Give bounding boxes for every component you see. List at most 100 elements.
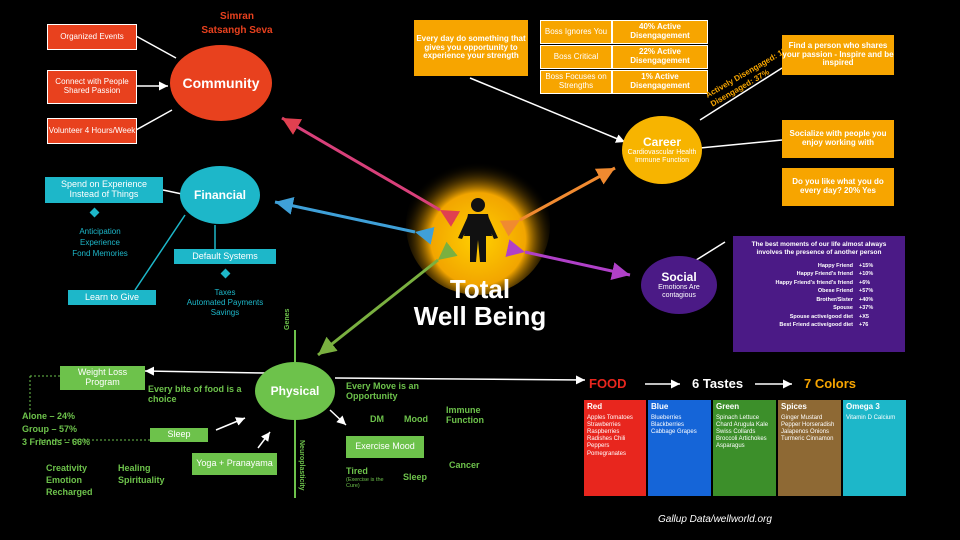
social-stat-label: Spouse bbox=[833, 305, 853, 312]
community-item-volunteer: Volunteer 4 Hours/Week bbox=[47, 118, 137, 144]
healing-item: Spirituality bbox=[118, 475, 165, 486]
physical-title: Physical bbox=[270, 384, 320, 398]
physical-node: Physical bbox=[255, 362, 335, 420]
social-panel-title: The best moments of our life almost alwa… bbox=[751, 241, 887, 256]
healing-item: Healing bbox=[118, 463, 151, 473]
food-column-items: Apples Tomatoes Strawberries Raspberries… bbox=[587, 414, 633, 457]
exercise-label-immune: Immune Function bbox=[446, 405, 484, 425]
financial-sub1: Anticipation Experience Fond Memories bbox=[50, 226, 150, 260]
weight-stat: Alone – 24% bbox=[22, 411, 76, 421]
social-stat-value: +15% bbox=[859, 262, 874, 269]
sleep-effect: Recharged bbox=[46, 487, 93, 498]
social-stat-label: Happy Friend's friend's friend bbox=[775, 279, 854, 286]
food-column-title: Blue bbox=[651, 402, 669, 411]
physical-healing: Healing Spirituality bbox=[118, 462, 165, 486]
central-title-line1: Total bbox=[449, 274, 511, 304]
exercise-label-mood: Mood bbox=[404, 414, 428, 424]
career-row-right: 1% Active Disengagement bbox=[612, 70, 708, 94]
financial-box-default-systems: Default Systems bbox=[174, 249, 276, 264]
social-stat-value: +40% bbox=[859, 296, 874, 303]
financial-sub2-item: Savings bbox=[210, 308, 240, 317]
financial-sub2-item: Taxes bbox=[214, 288, 236, 297]
social-stat-label: Brother/Sister bbox=[816, 296, 853, 303]
exercise-label-sleep: Sleep bbox=[403, 472, 428, 482]
community-title: Community bbox=[182, 75, 260, 91]
career-row-left: Boss Critical bbox=[540, 45, 612, 69]
source-caption: Gallup Data/wellworld.org bbox=[658, 514, 772, 525]
central-title-line2: Well Being bbox=[413, 301, 547, 332]
weight-stat: 3 Friends – 66% bbox=[22, 437, 91, 448]
financial-box-give: Learn to Give bbox=[68, 290, 156, 305]
food-column-items: Spinach Lettuce Chard Arugula Kale Swiss… bbox=[716, 414, 769, 450]
person-icon bbox=[458, 198, 498, 262]
community-item-events: Organized Events bbox=[47, 24, 137, 50]
exercise-label-tired: Tired bbox=[346, 466, 368, 476]
career-row: Boss Critical 22% Active Disengagement bbox=[540, 45, 708, 69]
community-heading-line2: Satsangh Seva bbox=[201, 25, 273, 36]
social-stat-label: Best Friend active/good diet bbox=[779, 322, 853, 329]
physical-food-note: Every bite of food is a choice bbox=[148, 384, 242, 404]
career-row-right: 22% Active Disengagement bbox=[612, 45, 708, 69]
physical-sleep-effects: Creativity Emotion Recharged bbox=[46, 462, 93, 498]
food-header: FOOD 6 Tastes 7 Colors bbox=[589, 376, 889, 392]
financial-node: Financial bbox=[180, 166, 260, 224]
financial-sub2-item: Automated Payments bbox=[186, 298, 264, 307]
sleep-effect: Emotion bbox=[46, 475, 82, 486]
financial-sub1-item: Experience bbox=[79, 238, 121, 248]
social-stat-row: Happy Friend's friend's friend +6% bbox=[739, 279, 899, 288]
career-row-left: Boss Focuses on Strengths bbox=[540, 70, 612, 94]
social-stat-value: +76 bbox=[859, 322, 869, 329]
social-stat-label: Happy Friend's friend bbox=[796, 271, 853, 278]
central-title: Total Well Being bbox=[380, 274, 580, 332]
sleep-effect: Creativity bbox=[46, 463, 88, 473]
career-row: Boss Ignores You 40% Active Disengagemen… bbox=[540, 20, 708, 44]
social-sub: Emotions Are contagious bbox=[658, 283, 700, 299]
career-title: Career bbox=[642, 134, 682, 149]
exercise-label-dm: DM bbox=[370, 414, 384, 424]
food-word: FOOD bbox=[589, 376, 627, 391]
financial-sub1-item: Anticipation bbox=[79, 227, 121, 236]
career-row-right: 40% Active Disengagement bbox=[612, 20, 708, 44]
social-stat-row: Spouse active/good diet +X5 bbox=[739, 313, 899, 322]
social-stat-label: Spouse active/good diet bbox=[789, 313, 853, 320]
social-stat-value: +10% bbox=[859, 271, 874, 278]
physical-genes: Genes bbox=[284, 308, 291, 330]
social-node: Social Emotions Are contagious bbox=[641, 256, 717, 314]
career-node: Career Cardiovascular Health Immune Func… bbox=[622, 116, 702, 184]
physical-exercise-box: Exercise Mood bbox=[346, 436, 424, 458]
social-stat-value: +X5 bbox=[859, 313, 869, 320]
social-stat-label: Happy Friend bbox=[817, 262, 853, 269]
social-title: Social bbox=[661, 269, 697, 284]
career-right-box-1: Find a person who shares your passion - … bbox=[782, 35, 894, 75]
social-stats: Happy Friend +15% Happy Friend's friend +10… bbox=[739, 262, 899, 330]
food-tastes: 6 Tastes bbox=[692, 376, 744, 391]
exercise-label-cancer: Cancer bbox=[449, 460, 480, 470]
social-stat-value: +6% bbox=[859, 279, 871, 286]
career-rows: Boss Ignores You 40% Active Disengagemen… bbox=[540, 20, 708, 94]
community-heading-line1: Simran bbox=[220, 11, 254, 22]
physical-sleep-box: Sleep bbox=[150, 428, 208, 442]
social-stat-row: Obese Friend+57% bbox=[739, 287, 899, 296]
career-sub: Immune Function bbox=[634, 157, 690, 164]
physical-neuroplasticity: Neuroplasticity bbox=[298, 440, 305, 491]
career-sub: Cardiovascular Health bbox=[627, 148, 697, 156]
career-row: Boss Focuses on Strengths 1% Active Dise… bbox=[540, 70, 708, 94]
financial-title: Financial bbox=[193, 188, 246, 202]
social-stat-value: +57% bbox=[859, 288, 874, 295]
food-column-title: Omega 3 bbox=[846, 402, 880, 411]
social-panel: The best moments of our life almost alwa… bbox=[733, 236, 905, 352]
social-stat-row: Happy Friend +15% bbox=[739, 262, 899, 271]
physical-weight-stats: Alone – 24% Group – 57% 3 Friends – 66% bbox=[22, 410, 90, 449]
career-top-box: Every day do something that gives you op… bbox=[414, 20, 528, 76]
social-stat-row: Best Friend active/good diet +76 bbox=[739, 321, 899, 330]
food-column-items: Ginger Mustard Pepper Horseradish Jalape… bbox=[781, 414, 835, 443]
food-column-items: Blueberries Blackberries Cabbage Grapes bbox=[651, 414, 697, 435]
social-stat-row: Happy Friend's friend +10% bbox=[739, 270, 899, 279]
food-column-title: Green bbox=[716, 402, 740, 411]
exercise-label-cure: (Exercise is the Cure) bbox=[346, 477, 384, 490]
